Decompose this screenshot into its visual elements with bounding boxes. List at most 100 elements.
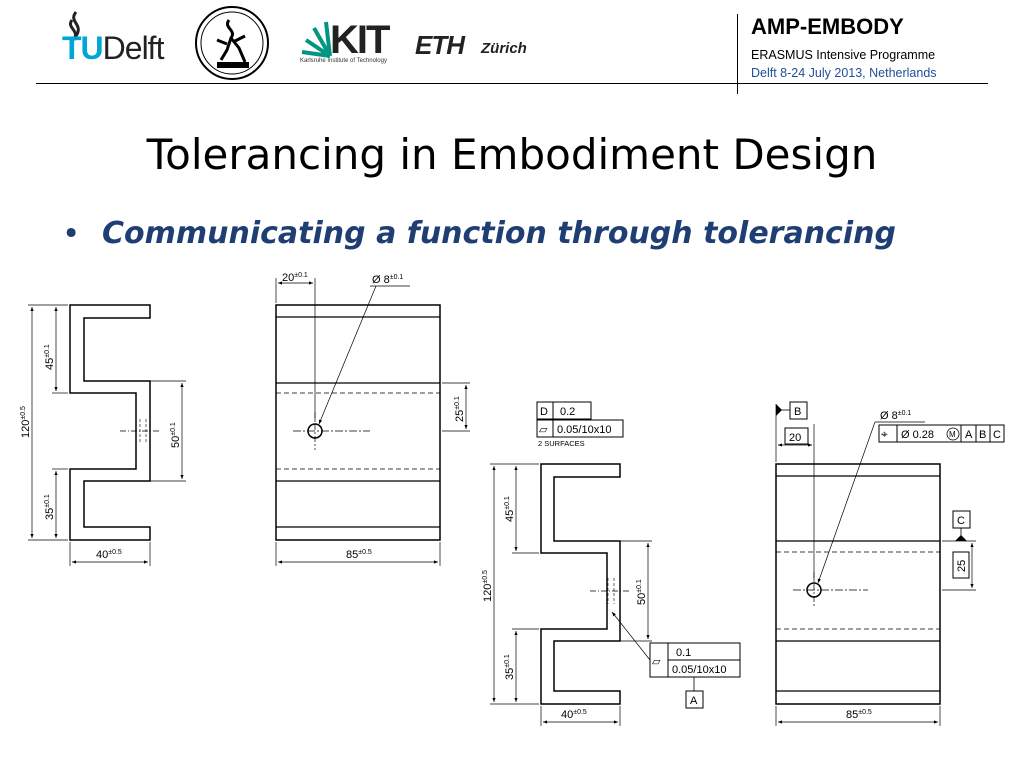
d2-fcf-flatness-value: 0.05/10x10 bbox=[557, 424, 611, 436]
d2-datum-b: B bbox=[794, 406, 801, 418]
d2-fcf-profile-value: 0.2 bbox=[560, 406, 575, 418]
d1-middle-tol: ±0.1 bbox=[170, 422, 177, 436]
d1-hole-offset-value: 20 bbox=[282, 272, 294, 284]
d2-hole-dia-value: Ø 8 bbox=[880, 410, 898, 422]
d2-hole-dia-label: Ø 8±0.1 bbox=[880, 410, 911, 422]
d1-hole-height-tol: ±0.1 bbox=[454, 396, 461, 410]
drawing2-front-view bbox=[775, 463, 941, 705]
bullet-text: Communicating a function through toleran… bbox=[102, 216, 896, 251]
d2-fcf-position-ref-a: A bbox=[965, 429, 973, 441]
d2-fcf-parallel-symbol: ▱ bbox=[652, 656, 661, 668]
kit-fan-icon bbox=[301, 21, 332, 58]
d2-fcf-position-ref-b: B bbox=[979, 429, 986, 441]
d2-width-value: 85 bbox=[846, 709, 858, 721]
kit-logo-tagline: Karlsruhe Institute of Technology bbox=[300, 58, 387, 64]
d2-fcf-flatness: ▱ 0.05/10x10 2 SURFACES bbox=[536, 419, 624, 448]
d2-middle-value: 50 bbox=[636, 593, 648, 605]
drawing1-front-dimensions: 20±0.1 Ø 8±0.1 25±0.1 85±0.5 bbox=[275, 272, 470, 566]
d2-middle-label: 50±0.1 bbox=[636, 579, 648, 605]
eth-logo-text: ETH bbox=[415, 30, 465, 60]
programme-subtitle: ERASMUS Intensive Programme bbox=[751, 48, 936, 62]
d1-height-label: 120±0.5 bbox=[20, 406, 32, 438]
d1-width-tol: ±0.5 bbox=[358, 549, 372, 556]
d2-top-flange-label: 45±0.1 bbox=[504, 496, 516, 522]
drawing2-side-dimensions: 120±0.5 45±0.1 35±0.1 50±0.1 40±0.5 bbox=[482, 463, 652, 726]
d2-fcf-position-value: Ø 0.28 bbox=[901, 429, 934, 441]
ntua-seal-logo bbox=[195, 6, 269, 80]
d1-width-value: 85 bbox=[346, 549, 358, 561]
d2-height-label: 120±0.5 bbox=[482, 570, 494, 602]
d2-width-label: 85±0.5 bbox=[846, 709, 872, 721]
d1-top-flange-label: 45±0.1 bbox=[44, 344, 56, 370]
d2-fcf-parallel-top: 0.1 bbox=[676, 647, 691, 659]
tudelft-logo-text: TUDelft bbox=[62, 30, 165, 67]
d2-height-tol: ±0.5 bbox=[482, 570, 489, 584]
d1-hole-dia-tol: ±0.1 bbox=[390, 274, 404, 281]
eth-logo: ETH Zürich bbox=[415, 30, 535, 62]
d1-middle-label: 50±0.1 bbox=[170, 422, 182, 448]
d2-fcf-profile: D 0.2 bbox=[536, 401, 592, 420]
d2-datum-c: C bbox=[957, 515, 965, 527]
d2-hole-dia-tol: ±0.1 bbox=[898, 410, 912, 417]
d2-fcf-profile-symbol: D bbox=[540, 406, 548, 418]
d2-hole-offset: 20 bbox=[789, 432, 801, 444]
d2-bottom-flange-label: 35±0.1 bbox=[504, 654, 516, 680]
d2-fcf-flatness-symbol: ▱ bbox=[539, 424, 548, 436]
d2-depth-label: 40±0.5 bbox=[561, 709, 587, 721]
d2-fcf-position-ref-c: C bbox=[993, 429, 1001, 441]
d1-depth-label: 40±0.5 bbox=[96, 549, 122, 561]
d2-datum-a: A bbox=[690, 695, 698, 707]
drawing2-side-view bbox=[540, 463, 630, 705]
d1-depth-tol: ±0.5 bbox=[108, 549, 122, 556]
d1-hole-height-label: 25±0.1 bbox=[454, 396, 466, 422]
d2-hole-height: 25 bbox=[956, 560, 968, 572]
drawing1-side-dimensions: 120±0.5 45±0.1 35±0.1 50±0.1 40±0.5 bbox=[20, 304, 186, 566]
programme-title: AMP-EMBODY bbox=[751, 14, 904, 39]
d1-hole-dia-value: Ø 8 bbox=[372, 274, 390, 286]
programme-date: Delft 8-24 July 2013, Netherlands bbox=[751, 66, 937, 80]
d1-hole-offset-tol: ±0.1 bbox=[294, 272, 308, 279]
d1-hole-offset-label: 20±0.1 bbox=[282, 272, 308, 284]
eth-logo-zurich: Zürich bbox=[481, 40, 527, 57]
kit-logo-text: KIT bbox=[330, 18, 390, 62]
d2-fcf-position: ⌖ Ø 0.28 M A B C bbox=[878, 424, 1005, 443]
d1-width-label: 85±0.5 bbox=[346, 549, 372, 561]
header-separator bbox=[737, 14, 738, 94]
d1-bottom-flange-value: 35 bbox=[44, 508, 56, 520]
tudelft-logo-tu: TU bbox=[62, 30, 104, 66]
d1-height-value: 120 bbox=[20, 420, 32, 438]
d2-bottom-flange-tol: ±0.1 bbox=[504, 654, 511, 668]
d1-top-flange-tol: ±0.1 bbox=[44, 344, 51, 358]
d2-fcf-position-modifier: M bbox=[949, 430, 956, 439]
bullet-dot: • bbox=[62, 216, 81, 252]
d1-top-flange-value: 45 bbox=[44, 358, 56, 370]
slide-title: Tolerancing in Embodiment Design bbox=[146, 130, 878, 179]
d2-note-surfaces: 2 SURFACES bbox=[538, 439, 585, 448]
d1-bottom-flange-label: 35±0.1 bbox=[44, 494, 56, 520]
d1-hole-height-value: 25 bbox=[454, 410, 466, 422]
tudelft-logo-delft: Delft bbox=[102, 30, 165, 66]
drawing2-front-dimensions: B 20 Ø 8±0.1 ⌖ Ø 0.28 M A B C C bbox=[775, 401, 1005, 726]
slide-header: TUDelft KIT Karlsruhe Institute of Techn… bbox=[0, 0, 1024, 95]
d2-middle-tol: ±0.1 bbox=[636, 579, 643, 593]
d2-top-flange-value: 45 bbox=[504, 510, 516, 522]
tudelft-flame-icon bbox=[69, 11, 80, 41]
kit-logo: KIT Karlsruhe Institute of Technology bbox=[300, 18, 400, 68]
d1-depth-value: 40 bbox=[96, 549, 108, 561]
d2-fcf-parallel: ▱ 0.1 0.05/10x10 A bbox=[611, 611, 741, 709]
d1-middle-value: 50 bbox=[170, 436, 182, 448]
d2-depth-tol: ±0.5 bbox=[573, 709, 587, 716]
d1-height-tol: ±0.5 bbox=[20, 406, 27, 420]
drawing1-front-view bbox=[275, 304, 441, 541]
d2-top-flange-tol: ±0.1 bbox=[504, 496, 511, 510]
header-rule bbox=[36, 83, 988, 84]
drawing1-side-view bbox=[69, 304, 160, 541]
d2-width-tol: ±0.5 bbox=[858, 709, 872, 716]
d2-bottom-flange-value: 35 bbox=[504, 668, 516, 680]
d1-hole-dia-label: Ø 8±0.1 bbox=[372, 274, 403, 286]
d2-height-value: 120 bbox=[482, 584, 494, 602]
tudelft-logo: TUDelft bbox=[62, 10, 182, 66]
d2-fcf-parallel-bottom: 0.05/10x10 bbox=[672, 664, 726, 676]
d2-depth-value: 40 bbox=[561, 709, 573, 721]
